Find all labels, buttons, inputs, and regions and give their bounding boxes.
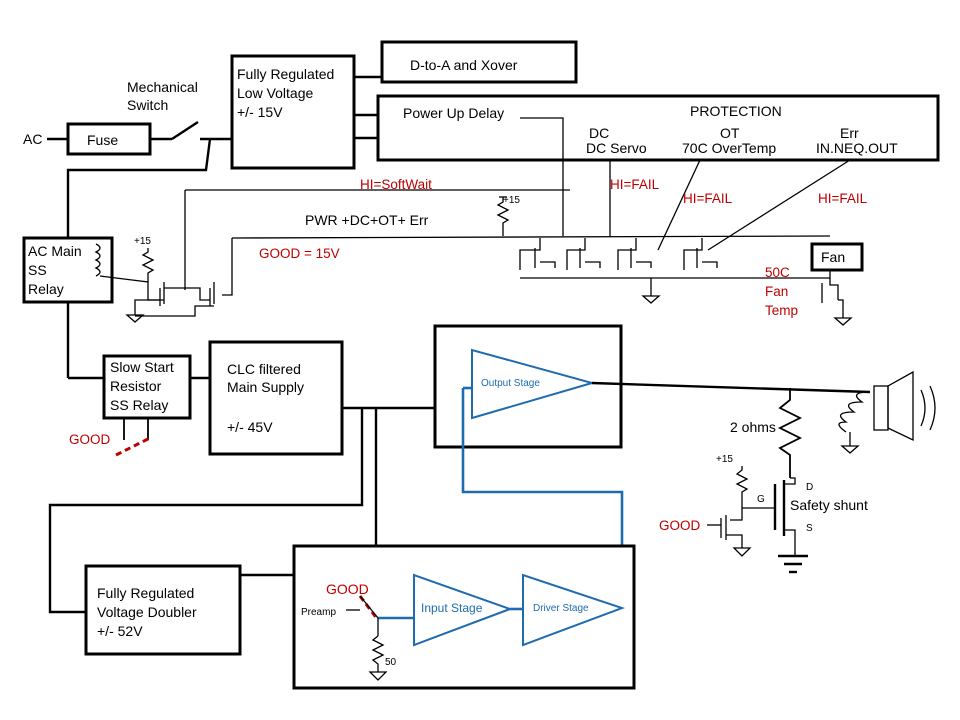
ac-main-label-3: Relay [28,281,64,297]
low-voltage-supply: Fully Regulated Low Voltage +/- 15V [230,54,382,170]
speaker-magnet [873,385,889,431]
err-desc-label: IN.NEQ.OUT [816,140,898,156]
plus15-pullup-label: +15 [503,195,520,206]
fan-label: Fan [821,249,845,265]
r50-label: 50 [385,657,397,668]
front-end-block: GOOD Preamp 50 Input Stage Driver Stage [292,544,636,690]
clc-label-2: Main Supply [227,379,304,395]
hi-fail-ot-label: HI=FAIL [683,191,733,206]
power-up-delay-label: Power Up Delay [403,105,504,121]
output-stage-triangle [471,348,596,420]
slow-start-label-2: Resistor [110,378,162,394]
voltage-doubler-block: Fully Regulated Voltage Doubler +/- 52V [84,564,294,656]
fifty-ohm-resistor [371,635,385,672]
ot-label: OT [720,125,740,141]
clc-label-3: +/- 45V [227,419,273,435]
output-stage-label: Output Stage [481,378,540,389]
err-label: Err [840,125,859,141]
pwr-sum-label: PWR +DC+OT+ Err [305,212,429,228]
protection-block: Power Up Delay PROTECTION DC DC Servo OT… [376,94,940,162]
speaker-coil [838,391,871,433]
fan-block [810,242,864,272]
doubler-label-2: Voltage Doubler [97,604,197,620]
hi-softwait-label: HI=SoftWait [360,177,432,192]
hi-fail-dc-label: HI=FAIL [610,177,660,192]
two-ohm-resistor [777,388,803,478]
fan-temp-label-2: Fan [765,284,788,299]
mechanical-switch [171,120,199,141]
good-switch-dashed [115,436,151,457]
doubler-label-3: +/- 52V [97,623,143,639]
speaker-cone [887,370,914,442]
fan-temp-label-3: Temp [765,303,798,318]
lowv-label-3: +/- 15V [237,104,283,120]
input-stage-label: Input Stage [421,601,483,615]
dac-label: D-to-A and Xover [410,57,518,73]
fuse-label: Fuse [87,132,118,148]
slow-start-label-3: SS Relay [110,397,168,413]
ac-input-section: AC Fuse Mechanical Switch [23,79,232,238]
ac-main-label-1: AC Main [28,243,82,259]
protection-logic: HI=SoftWait HI=FAIL HI=FAIL HI=FAIL PWR … [184,117,868,326]
driver-stage-label: Driver Stage [533,603,589,614]
safety-shunt-label: Safety shunt [790,497,868,513]
fan-temp-label-1: 50C [765,265,790,280]
drain-label: D [806,482,813,493]
mech-switch-label-2: Switch [127,97,168,113]
source-label: S [806,523,813,534]
hi-fail-err-label: HI=FAIL [818,191,868,206]
ac-main-relay: AC Main SS Relay +15 [22,236,215,378]
good-slow-start-label: GOOD [69,432,111,447]
clc-label-1: CLC filtered [227,361,301,377]
slow-start-label-1: Slow Start [110,359,174,375]
preamp-label: Preamp [301,607,336,618]
dc-label: DC [589,125,609,141]
ac-main-label-2: SS [28,262,47,278]
protection-title: PROTECTION [690,103,782,119]
dc-servo-label: DC Servo [586,140,647,156]
dac-crossover-block: D-to-A and Xover [380,40,578,84]
plus15-shunt-label: +15 [716,454,733,465]
driver-stage-triangle [522,573,626,647]
speaker-output: 2 ohms D S G Safety shunt +15 GOOD [591,370,936,574]
lowv-label-1: Fully Regulated [237,66,334,82]
good-15v-label: GOOD = 15V [259,246,340,261]
ot-desc-label: 70C OverTemp [682,140,776,156]
good-preamp-label: GOOD [326,581,369,597]
plus15-relay-label: +15 [134,236,151,247]
input-stage-triangle [413,573,513,647]
lowv-label-2: Low Voltage [237,85,313,101]
good-shunt-label: GOOD [659,518,701,533]
mech-switch-label-1: Mechanical [127,79,198,95]
clc-main-supply: CLC filtered Main Supply +/- 45V [48,340,435,614]
doubler-label-1: Fully Regulated [97,585,194,601]
ac-label: AC [23,131,42,147]
slow-start-block: Slow Start Resistor SS Relay GOOD [68,354,210,457]
gate-label: G [757,494,765,505]
protection-transistors [519,238,830,304]
two-ohms-label: 2 ohms [730,419,776,435]
relay-coil [94,243,101,277]
